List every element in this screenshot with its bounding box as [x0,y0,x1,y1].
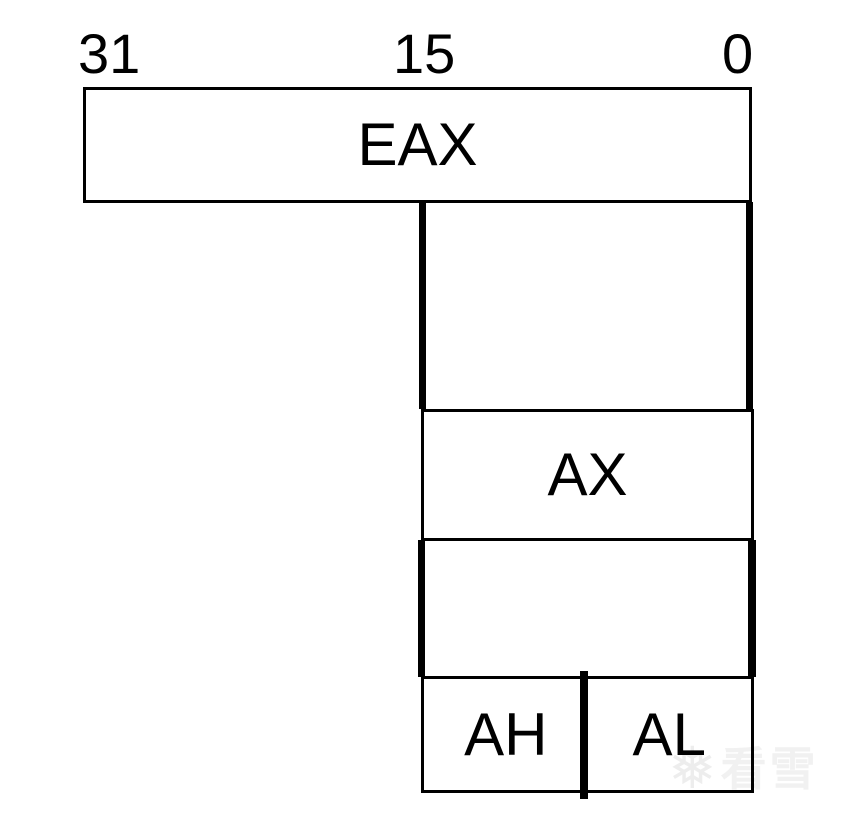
ah-register-cell: AH [424,679,588,790]
connector-eax-ax-right [746,202,753,409]
bit-label-31: 31 [78,22,141,85]
watermark: ❅ 看雪 [668,740,819,798]
ah-al-divider [580,671,588,799]
connector-ax-ahal-right [748,540,756,677]
ax-register-label: AX [547,441,628,508]
eax-register-box: EAX [83,87,752,203]
ax-register-box: AX [421,409,754,541]
bit-label-15: 15 [393,22,456,85]
snowflake-icon: ❅ [668,736,717,801]
ah-register-label: AH [464,700,548,768]
watermark-text: 看雪 [720,743,819,795]
connector-ax-ahal-left [418,540,425,677]
bit-label-0: 0 [722,22,754,85]
eax-register-label: EAX [357,111,478,178]
connector-eax-ax-left [419,202,426,409]
al-register-cell: AL [588,679,752,790]
al-register-label: AL [632,700,706,768]
